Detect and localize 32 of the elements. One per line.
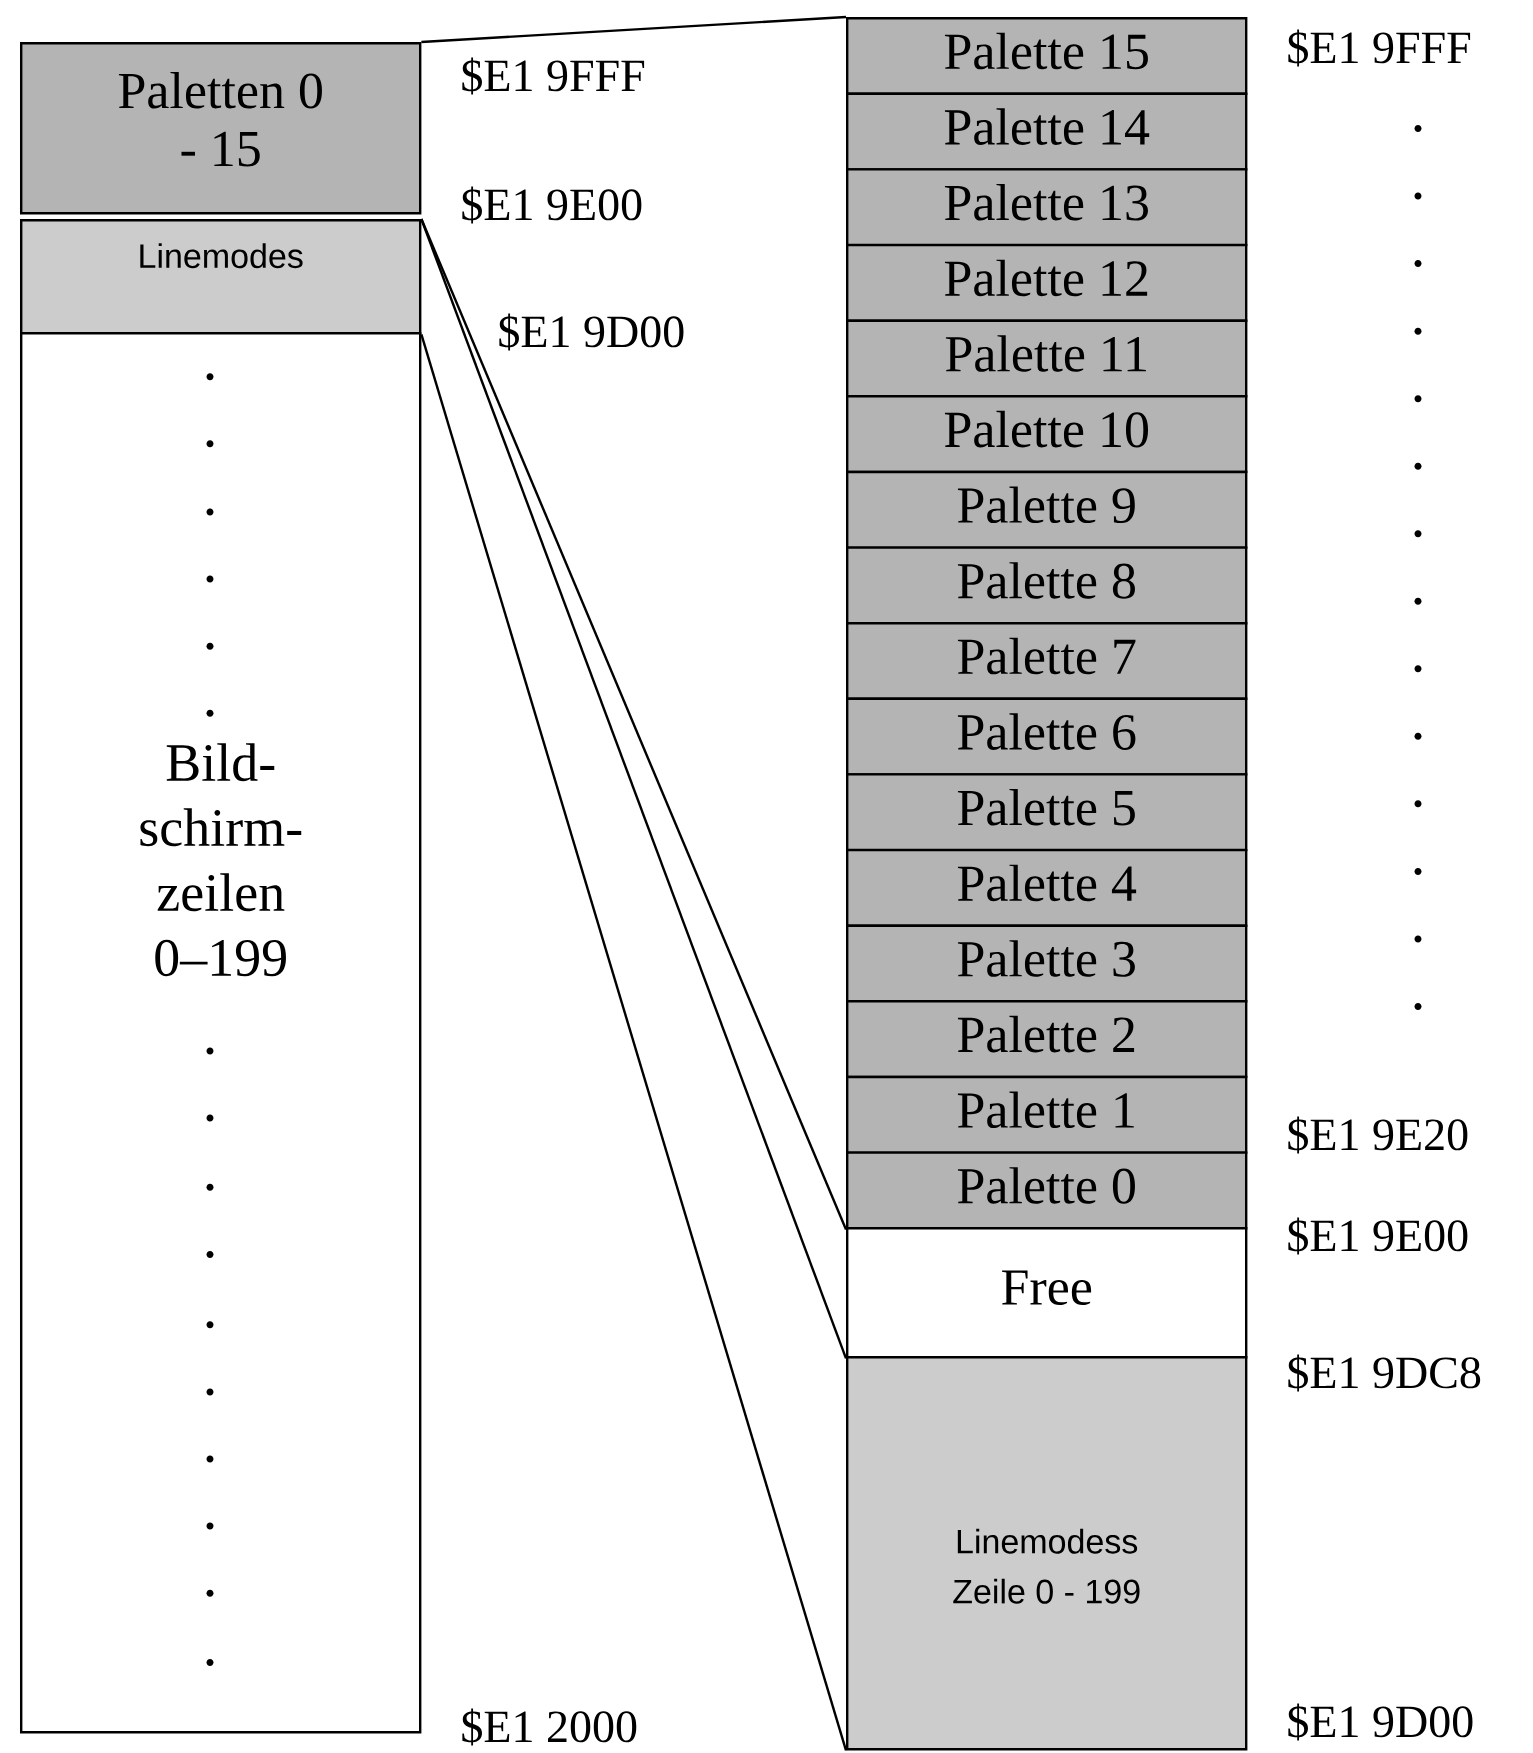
memory-block: Palette 13 — [846, 168, 1248, 247]
memory-block: Palette 15 — [846, 17, 1248, 95]
connector-line — [420, 334, 848, 1751]
address-label: $E1 9FFF — [1288, 29, 1471, 67]
address-label: $E1 9FFF — [462, 57, 645, 95]
memory-block: Palette 7 — [846, 622, 1248, 701]
memory-block: Palette 8 — [846, 546, 1248, 625]
memory-block: Palette 6 — [846, 697, 1248, 776]
memory-block: Palette 11 — [846, 319, 1248, 398]
address-label: $E1 9E00 — [1288, 1217, 1468, 1255]
memory-block: Free — [846, 1227, 1248, 1359]
memory-block: Palette 12 — [846, 243, 1248, 322]
address-label: $E1 9E20 — [1288, 1116, 1468, 1154]
memory-block: Bild- schirm- zeilen 0–199 — [20, 332, 422, 1734]
address-label: $E1 2000 — [462, 1708, 637, 1746]
address-label: $E1 9E00 — [462, 186, 642, 224]
memory-block: Linemodes — [20, 219, 422, 335]
memory-block: Palette 4 — [846, 848, 1248, 927]
address-label: $E1 9DC8 — [1288, 1354, 1481, 1392]
memory-block: Linemodess Zeile 0 - 199 — [846, 1356, 1248, 1751]
address-label: $E1 9D00 — [1288, 1703, 1473, 1741]
memory-block: Palette 2 — [846, 1000, 1248, 1079]
memory-block: Palette 5 — [846, 773, 1248, 852]
memory-block: Palette 0 — [846, 1151, 1248, 1230]
memory-block: Palette 10 — [846, 395, 1248, 474]
memory-block: Palette 14 — [846, 92, 1248, 171]
memory-block: Paletten 0 - 15 — [20, 42, 422, 215]
address-label: $E1 9D00 — [499, 313, 684, 351]
memory-block: Palette 9 — [846, 470, 1248, 549]
memory-block: Palette 1 — [846, 1075, 1248, 1154]
connector-line — [421, 15, 847, 44]
memory-block: Palette 3 — [846, 924, 1248, 1003]
